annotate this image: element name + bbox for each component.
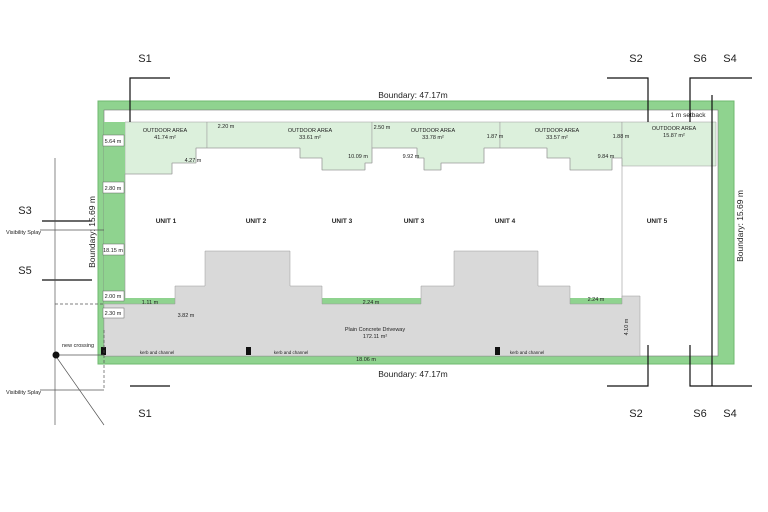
outdoor-area-5-name: OUTDOOR AREA bbox=[652, 126, 697, 132]
driveway-green-strip bbox=[125, 298, 631, 304]
boundary-top-label: Boundary: 47.17m bbox=[378, 90, 447, 100]
section-s4-bottom: S4 bbox=[723, 408, 736, 420]
setback-label: 1 m setback bbox=[670, 112, 706, 119]
section-s3: S3 bbox=[18, 205, 31, 217]
boundary-bottom-label: Boundary: 47.17m bbox=[378, 369, 447, 379]
outdoor-area-3-size: 33.78 m² bbox=[422, 135, 444, 141]
visibility-splay-label-1: Visibility Splay bbox=[6, 230, 41, 236]
dim-2-80: 2.80 m bbox=[105, 186, 122, 192]
visibility-splay-lines bbox=[40, 158, 105, 426]
section-s5: S5 bbox=[18, 265, 31, 277]
unit-footprints bbox=[124, 147, 623, 300]
outdoor-area-2-name: OUTDOOR AREA bbox=[288, 128, 333, 134]
kerb-block-2 bbox=[246, 347, 251, 355]
boundary-left-label: Boundary: 15.69 m bbox=[87, 196, 97, 268]
section-lines bbox=[42, 77, 752, 387]
dim-1-88: 1.88 m bbox=[613, 134, 630, 140]
boundary-right-label: Boundary: 15.69 m bbox=[735, 190, 745, 262]
kerb-block-3 bbox=[495, 347, 500, 355]
driveway-name: Plain Concrete Driveway bbox=[345, 327, 405, 333]
visibility-splay-label-2: Visibility Splay bbox=[6, 390, 41, 396]
dim-2-24-a: 2.24 m bbox=[363, 300, 380, 306]
section-s4-top: S4 bbox=[723, 53, 736, 65]
unit-1-label: UNIT 1 bbox=[156, 218, 177, 225]
unit-2-label: UNIT 2 bbox=[246, 218, 267, 225]
unit-3a-label: UNIT 3 bbox=[332, 218, 353, 225]
kerb-label-1: kerb and channel bbox=[140, 350, 175, 355]
outdoor-area-4-name: OUTDOOR AREA bbox=[535, 128, 580, 134]
dim-2-20: 2.20 m bbox=[218, 124, 235, 130]
driveway-area: 172.11 m² bbox=[363, 334, 388, 340]
dim-1-87: 1.87 m bbox=[487, 134, 504, 140]
section-s6-top: S6 bbox=[693, 53, 706, 65]
outdoor-area-2-size: 33.61 m² bbox=[299, 135, 321, 141]
unit-5-label: UNIT 5 bbox=[647, 218, 668, 225]
dim-boxes bbox=[102, 134, 125, 319]
dim-2-50: 2.50 m bbox=[374, 125, 391, 131]
kerb-label-2: kerb and channel bbox=[274, 350, 309, 355]
outdoor-area-1-size: 41.74 m² bbox=[154, 135, 176, 141]
dim-1-11: 1.11 m bbox=[142, 300, 159, 306]
section-s1-top: S1 bbox=[138, 53, 151, 65]
driveway bbox=[103, 250, 641, 357]
kerb-block-1 bbox=[101, 347, 106, 355]
unit-3b-label: UNIT 3 bbox=[404, 218, 425, 225]
unit-4-label: UNIT 4 bbox=[495, 218, 516, 225]
outdoor-area-3-name: OUTDOOR AREA bbox=[411, 128, 456, 134]
outdoor-area-4-size: 33.57 m² bbox=[546, 135, 568, 141]
crossing-marker bbox=[52, 351, 60, 359]
dim-4-27: 4.27 m bbox=[185, 158, 202, 164]
dim-4-10: 4.10 m bbox=[624, 318, 630, 335]
dim-9-92: 9.92 m bbox=[403, 154, 420, 160]
new-crossing-label: new crossing bbox=[62, 343, 94, 349]
dim-5-64: 5.64 m bbox=[105, 139, 122, 145]
dim-2-30: 2.30 m bbox=[105, 311, 122, 317]
dim-18-15: 18.15 m bbox=[103, 248, 123, 254]
left-green-strip bbox=[104, 122, 125, 318]
dim-2-00: 2.00 m bbox=[105, 294, 122, 300]
outdoor-area-1-name: OUTDOOR AREA bbox=[143, 128, 188, 134]
section-s2-top: S2 bbox=[629, 53, 642, 65]
section-s6-bottom: S6 bbox=[693, 408, 706, 420]
kerb-label-3: kerb and channel bbox=[510, 350, 545, 355]
outdoor-areas bbox=[124, 121, 717, 175]
dim-2-24-b: 2.24 m bbox=[588, 297, 605, 303]
dimension-labels: 5.64 m 2.20 m 2.50 m 1.87 m 1.88 m 4.27 … bbox=[103, 124, 630, 363]
dim-10-09: 10.09 m bbox=[348, 154, 368, 160]
outdoor-area-5-size: 15.87 m² bbox=[663, 133, 685, 139]
dim-9-84: 9.84 m bbox=[598, 154, 615, 160]
section-s2-bottom: S2 bbox=[629, 408, 642, 420]
outdoor-area-5 bbox=[621, 121, 717, 167]
dim-18-06: 18.06 m bbox=[356, 357, 376, 363]
section-s1-bottom: S1 bbox=[138, 408, 151, 420]
dim-3-82: 3.82 m bbox=[178, 313, 195, 319]
